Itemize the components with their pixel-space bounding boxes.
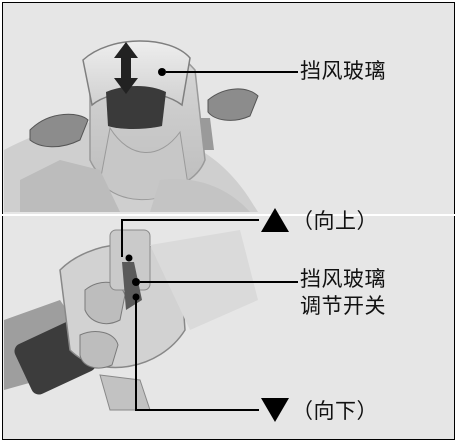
down-triangle-icon (261, 398, 289, 422)
up-label: （向上） (292, 209, 378, 233)
handlebar-switch-housing (4, 229, 258, 411)
up-down-arrow-icon (114, 42, 138, 94)
motorcycle-front (4, 40, 259, 212)
down-label: （向下） (292, 399, 378, 423)
panel-divider (2, 214, 457, 216)
switch-label-line2: 调节开关 (300, 294, 386, 318)
down-leader-line (135, 409, 259, 411)
windshield-leader-line (166, 71, 298, 73)
right-mirror (207, 88, 259, 121)
up-leader-line-vertical (121, 219, 123, 257)
down-leader-line-vertical (135, 300, 137, 410)
switch-label-line1: 挡风玻璃 (300, 267, 386, 291)
switch-leader-line (140, 281, 298, 283)
up-triangle-icon (261, 208, 289, 232)
windshield-label: 挡风玻璃 (300, 59, 386, 83)
left-mirror (29, 113, 89, 148)
up-leader-line (121, 219, 259, 221)
windshield-pointer-dot (158, 68, 166, 76)
